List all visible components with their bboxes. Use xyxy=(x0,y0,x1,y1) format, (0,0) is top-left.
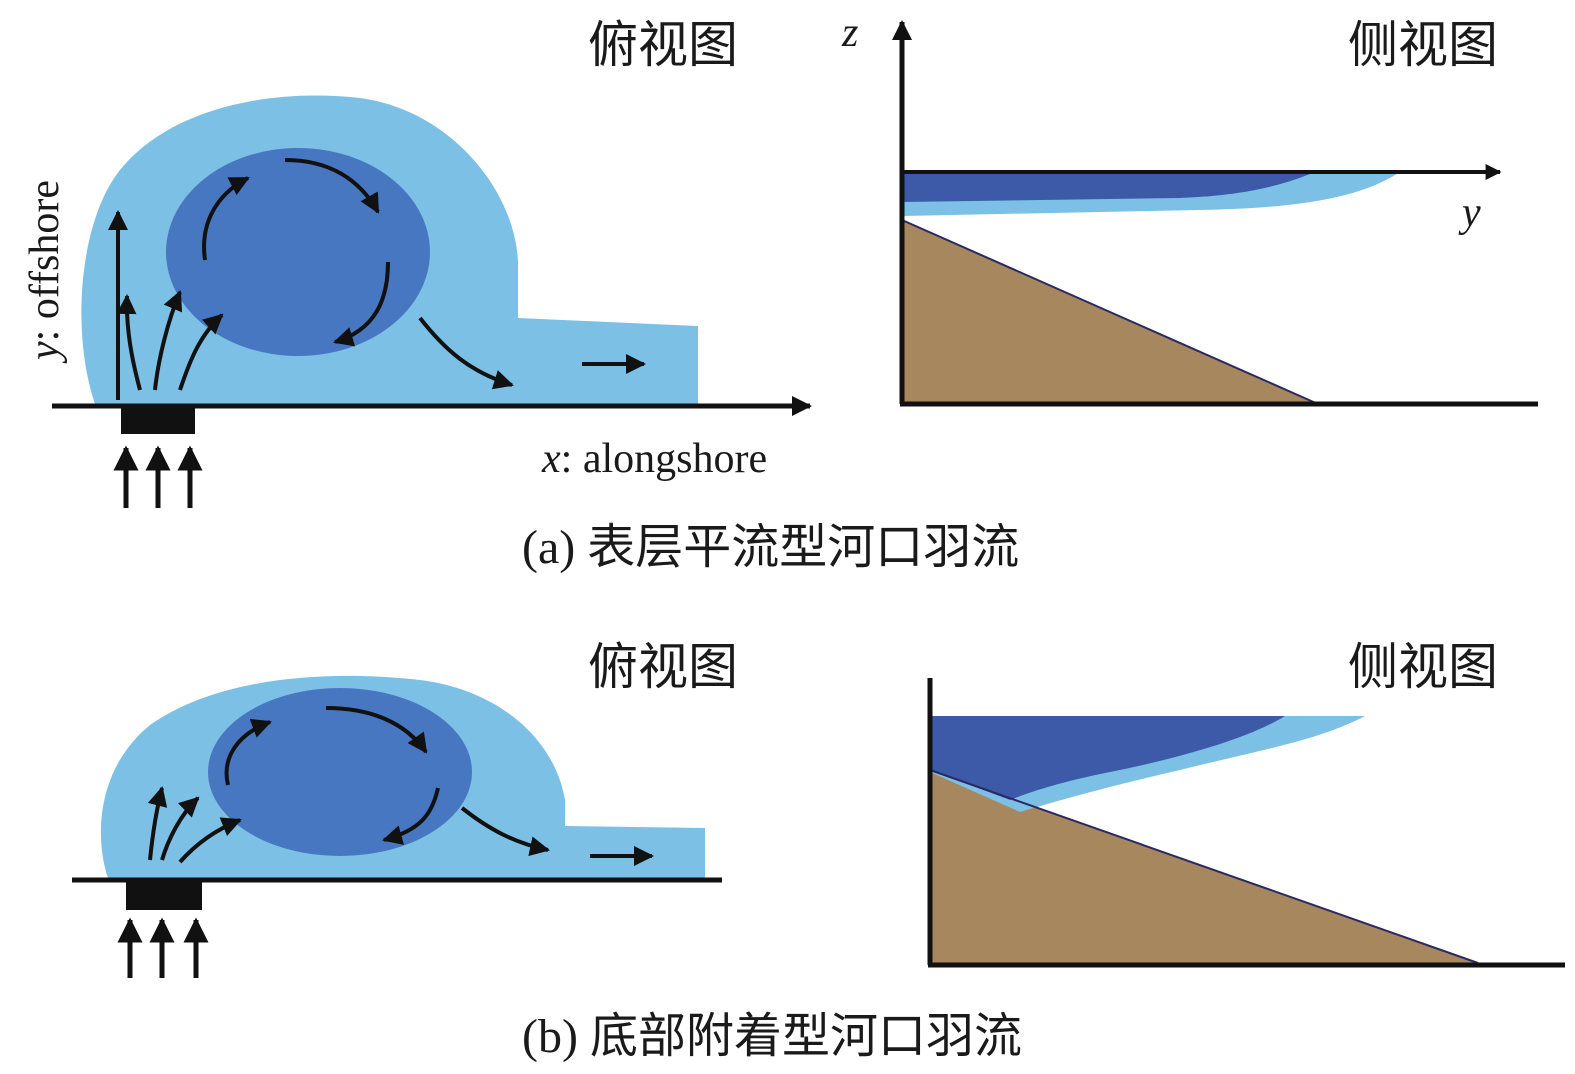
river-inflow-arrows xyxy=(117,917,209,978)
panel-b-top-view: 俯视图 xyxy=(72,639,738,978)
eddy-arrows xyxy=(147,706,654,866)
y-axis-label: y: offshore xyxy=(22,180,68,364)
seabed-outline xyxy=(929,769,1479,964)
y-axis-desc: : offshore xyxy=(22,180,68,341)
side-y-axis-label: y xyxy=(1458,190,1481,236)
top-view-label: 俯视图 xyxy=(588,639,738,695)
river-mouth-block xyxy=(121,406,195,434)
top-view-label: 俯视图 xyxy=(588,17,738,73)
z-axis-label: z xyxy=(841,10,858,56)
caption-b: (b) 底部附着型河口羽流 xyxy=(522,1010,1022,1063)
river-inflow-arrows xyxy=(113,445,203,508)
x-axis-label: x: alongshore xyxy=(541,436,767,482)
plume-dark-layer xyxy=(930,716,1285,800)
x-axis-desc: : alongshore xyxy=(561,436,767,482)
y-axis-var: y xyxy=(22,341,68,364)
x-axis-var: x xyxy=(541,436,561,482)
river-mouth-block xyxy=(126,880,202,910)
eddy-arrows xyxy=(108,158,646,400)
panel-a-side-view: z y 侧视图 xyxy=(841,10,1538,407)
panel-a-top-view: 俯视图 y: offshore x: alongshore xyxy=(22,17,812,508)
seabed-outline xyxy=(901,219,1319,405)
side-view-label: 侧视图 xyxy=(1348,17,1498,73)
plume-bulge-eddy xyxy=(208,688,472,856)
side-view-label: 侧视图 xyxy=(1348,639,1498,695)
panel-b-side-view: 侧视图 xyxy=(927,639,1565,968)
plume-dark-layer xyxy=(902,174,1310,202)
caption-a: (a) 表层平流型河口羽流 xyxy=(522,521,1019,574)
